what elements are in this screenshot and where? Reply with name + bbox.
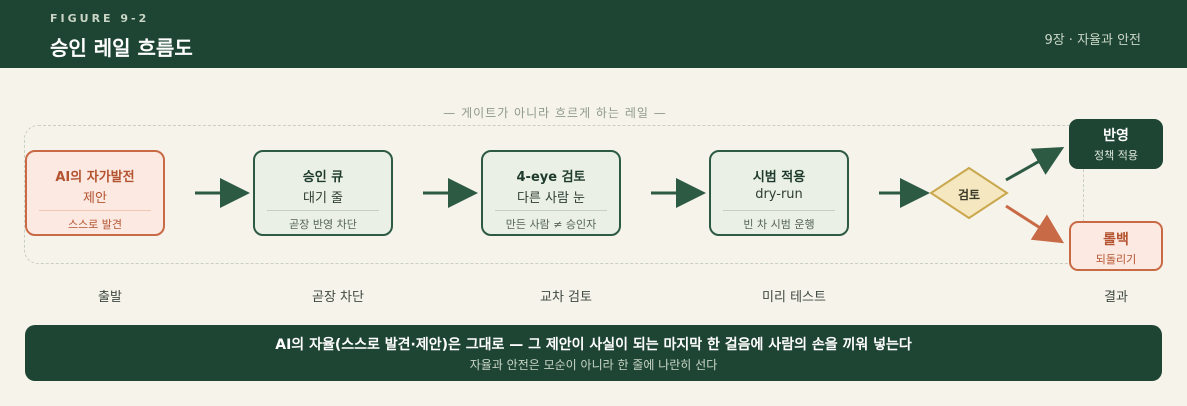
column-label-block: 곧장 차단 <box>312 290 364 305</box>
decision-label: 검토 <box>957 188 981 202</box>
flow-diagram: — 게이트가 아니라 흐르게 하는 레일 — AI의 자가발전 제안 스스로 발… <box>0 68 1187 406</box>
outcome-title: 롤백 <box>1103 232 1129 248</box>
node-approval-queue: 승인 큐 대기 줄 곧장 반영 차단 <box>253 150 393 236</box>
flow-arrows <box>195 147 1065 244</box>
node-ai-proposal: AI의 자가발전 제안 스스로 발견 <box>25 150 165 236</box>
node-subtitle: 대기 줄 <box>302 191 343 206</box>
summary-headline: AI의 자율(스스로 발견·제안)은 그대로 — 그 제안이 사실이 되는 마지… <box>275 337 912 353</box>
column-label-start: 출발 <box>98 290 122 305</box>
figure-header: FIGURE 9-2 승인 레일 흐름도 9장 · 자율과 안전 <box>0 0 1187 68</box>
node-subtitle: 제안 <box>83 191 107 206</box>
node-four-eye-review: 4-eye 검토 다른 사람 눈 만든 사람 ≠ 승인자 <box>481 150 621 236</box>
node-divider <box>267 210 379 211</box>
decision-diamond <box>929 166 1009 220</box>
summary-banner: AI의 자율(스스로 발견·제안)은 그대로 — 그 제안이 사실이 되는 마지… <box>25 325 1162 381</box>
summary-subline: 자율과 안전은 모순이 아니라 한 줄에 나란히 선다 <box>469 358 718 372</box>
node-title: 시범 적용 <box>752 170 806 185</box>
node-subtitle: dry-run <box>755 187 803 202</box>
node-divider <box>495 210 607 211</box>
arrow-to-reflect <box>1005 147 1065 182</box>
node-note: 빈 차 시범 운행 <box>743 218 815 231</box>
column-label-pretest: 미리 테스트 <box>762 290 826 305</box>
figure-title: 승인 레일 흐름도 <box>50 36 193 60</box>
column-label-cross-review: 교차 검토 <box>540 290 592 305</box>
node-title: AI의 자가발전 <box>55 170 135 185</box>
chapter-label: 9장 · 자율과 안전 <box>1044 33 1141 48</box>
node-note: 만든 사람 ≠ 승인자 <box>505 218 597 231</box>
node-note: 곧장 반영 차단 <box>289 218 357 231</box>
outcome-subtitle: 되돌리기 <box>1095 253 1137 266</box>
node-title: 4-eye 검토 <box>516 170 586 185</box>
outcome-title: 반영 <box>1103 128 1129 144</box>
gateway-label: — 게이트가 아니라 흐르게 하는 레일 — <box>443 106 667 120</box>
outcome-rollback: 롤백 되돌리기 <box>1069 221 1163 271</box>
figure-label: FIGURE 9-2 <box>50 12 150 25</box>
column-label-result: 결과 <box>1104 290 1128 305</box>
outcome-subtitle: 정책 적용 <box>1094 149 1138 162</box>
node-subtitle: 다른 사람 눈 <box>516 191 586 206</box>
arrow-to-rollback <box>1005 204 1065 244</box>
node-divider <box>39 210 151 211</box>
rail-boundary <box>24 125 1084 264</box>
node-note: 스스로 발견 <box>67 218 123 231</box>
node-pilot-run: 시범 적용 dry-run 빈 차 시범 운행 <box>709 150 849 236</box>
node-title: 승인 큐 <box>302 170 344 185</box>
node-divider <box>723 210 835 211</box>
outcome-reflect: 반영 정책 적용 <box>1069 119 1163 169</box>
